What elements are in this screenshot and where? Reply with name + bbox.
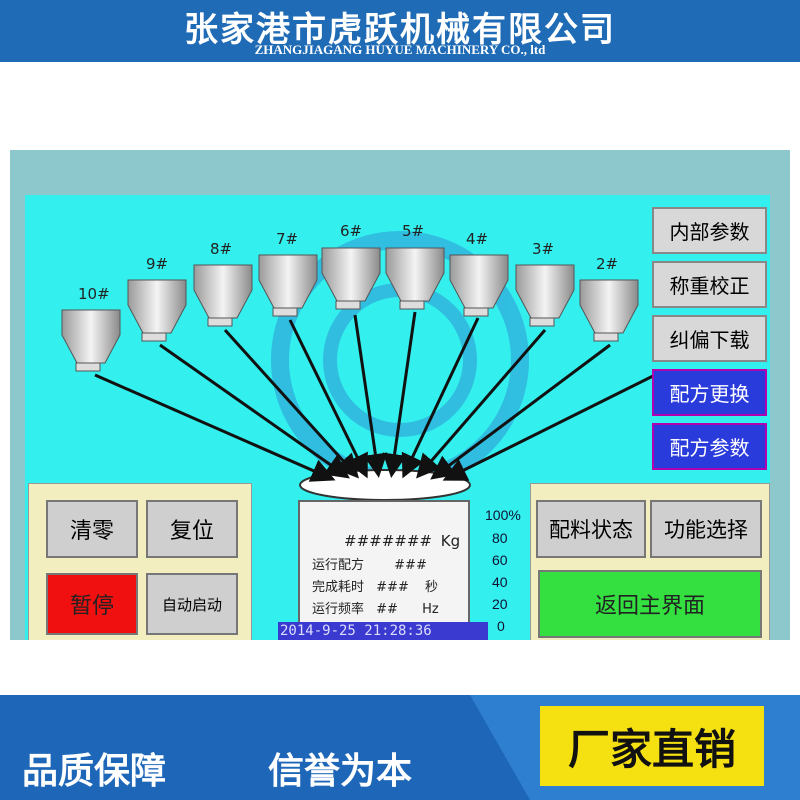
frequency-unit: Hz	[422, 602, 439, 617]
hopper-label-5: 5#	[402, 222, 425, 240]
reset-button[interactable]: 复位	[146, 500, 238, 558]
hopper-label-8: 8#	[210, 240, 233, 258]
scale-label-0: 0	[497, 618, 505, 634]
promo-band-top	[0, 640, 800, 695]
hopper-label-10: 10#	[78, 285, 110, 303]
hopper-label-9: 9#	[146, 255, 169, 273]
hopper-label-3: 3#	[532, 240, 555, 258]
scale-label-100: 100%	[485, 507, 521, 523]
company-name-cn: 张家港市虎跃机械有限公司	[184, 10, 616, 50]
internal-params-button[interactable]: 内部参数	[652, 207, 767, 254]
scale-label-40: 40	[492, 574, 508, 590]
slogan-reputation: 信誉为本	[268, 751, 413, 792]
hopper-label-4: 4#	[466, 230, 489, 248]
return-main-button[interactable]: 返回主界面	[538, 570, 762, 638]
datetime-display: 2014-9-25 21:28:36	[278, 622, 488, 640]
frequency-value: ##	[376, 602, 398, 617]
weight-readout: ####### Kg 运行配方 ### 完成耗时 ### 秒 运行频率 ## H…	[298, 500, 470, 640]
time-label: 完成耗时	[312, 580, 365, 595]
direct-sale-badge: 厂家直销	[540, 706, 764, 786]
hopper-label-6: 6#	[340, 222, 363, 240]
recipe-params-button[interactable]: 配方参数	[652, 423, 767, 470]
top-banner: 张家港市虎跃机械有限公司 ZHANGJIAGANG HUYUE MACHINER…	[0, 0, 800, 62]
scale-label-60: 60	[492, 552, 508, 568]
recipe-label: 运行配方	[312, 558, 365, 573]
pause-button[interactable]: 暂停	[46, 573, 138, 635]
recipe-value: ###	[394, 558, 427, 573]
slogan-quality: 品质保障	[22, 751, 167, 792]
weight-unit: Kg	[440, 532, 461, 550]
auto-start-button[interactable]: 自动启动	[146, 573, 238, 635]
recipe-change-button[interactable]: 配方更换	[652, 369, 767, 416]
time-unit: 秒	[424, 580, 438, 595]
scale-label-80: 80	[492, 530, 508, 546]
weight-value: #######	[344, 532, 432, 550]
scale-label-20: 20	[492, 596, 508, 612]
function-select-button[interactable]: 功能选择	[650, 500, 762, 558]
deviation-download-button[interactable]: 纠偏下载	[652, 315, 767, 362]
weigh-calibration-button[interactable]: 称重校正	[652, 261, 767, 308]
clear-button[interactable]: 清零	[46, 500, 138, 558]
hopper-label-2: 2#	[596, 255, 619, 273]
white-gap	[0, 62, 800, 150]
batch-status-button[interactable]: 配料状态	[536, 500, 646, 558]
hopper-label-7: 7#	[276, 230, 299, 248]
time-value: ###	[376, 580, 409, 595]
company-name-en: ZHANGJIAGANG HUYUE MACHINERY CO., ltd	[254, 42, 546, 57]
frequency-label: 运行频率	[312, 602, 365, 617]
